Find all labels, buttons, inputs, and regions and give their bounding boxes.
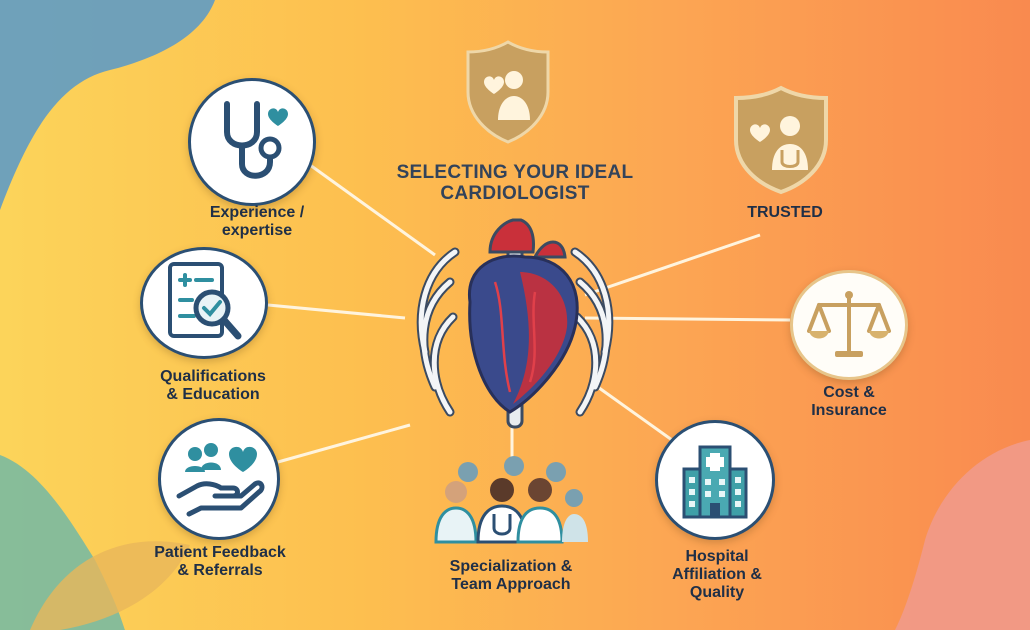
checklist-magnifier-icon	[168, 262, 242, 340]
diagram-title: SELECTING YOUR IDEAL CARDIOLOGIST	[396, 162, 634, 204]
pink-blob-bottom-right	[895, 440, 1030, 630]
trusted-shield-icon	[734, 85, 828, 195]
connector-qualifications	[267, 303, 406, 320]
medical-team-icon	[434, 456, 588, 544]
node-feedback-circle	[158, 418, 280, 540]
node-trusted-label: TRUSTED	[747, 204, 823, 221]
node-cost-label: Cost & Insurance	[811, 384, 887, 419]
doctor-shield-icon	[466, 40, 550, 144]
node-experience-label: Experience / expertise	[209, 204, 305, 239]
connector-feedback	[277, 423, 411, 464]
connector-lines	[267, 163, 791, 464]
node-qualifications-label: Qualifications & Education	[160, 368, 266, 403]
node-feedback-label: Patient Feedback & Referrals	[154, 544, 286, 579]
hand-heart-icon	[176, 443, 265, 517]
node-cost-circle	[790, 270, 908, 380]
connector-experience	[309, 163, 436, 257]
node-experience-circle	[188, 78, 316, 206]
node-qualifications-circle	[140, 247, 268, 359]
scales-icon	[807, 291, 891, 357]
hospital-icon	[682, 445, 748, 519]
gold-leaf-bottom-left	[30, 541, 190, 630]
connector-cost	[584, 316, 791, 322]
stethoscope-icon	[224, 101, 288, 179]
node-hospital-circle	[655, 420, 775, 540]
heart-ribcage-icon	[416, 218, 614, 429]
connector-hospital	[594, 383, 673, 442]
blue-blob-top-left	[0, 0, 215, 210]
node-specialization-label: Specialization & Team Approach	[449, 558, 573, 593]
node-hospital-label: Hospital Affiliation & Quality	[672, 548, 762, 601]
connector-trusted	[584, 233, 761, 297]
